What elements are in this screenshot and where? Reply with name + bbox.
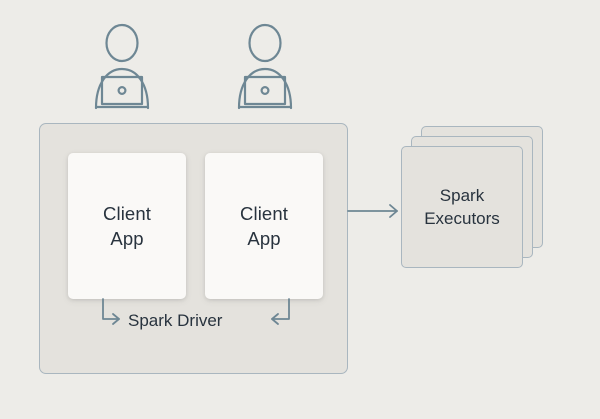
laptop-dot-shape: [260, 85, 270, 95]
client-app-label-line2: App: [110, 228, 144, 249]
client-app-label-line1: Client: [103, 203, 151, 224]
client-app-card[interactable]: Client App: [205, 153, 323, 299]
spark-driver-to-spark-executors-arrow: [347, 204, 398, 218]
client-app-card[interactable]: Client App: [68, 153, 186, 299]
person-shoulders-shape: [94, 67, 150, 110]
spark-executor-card-front[interactable]: [401, 146, 523, 268]
person-with-laptop-icon: [82, 22, 162, 110]
client-app-label-line2: App: [247, 228, 281, 249]
client-app-label-line1: Client: [240, 203, 288, 224]
person-shoulders-shape: [237, 67, 293, 110]
laptop-screen-shape: [100, 75, 144, 106]
person-head-shape: [248, 23, 282, 63]
laptop-dot-shape: [117, 85, 127, 95]
person-with-laptop-icon: [225, 22, 305, 110]
person-head-shape: [105, 23, 139, 63]
spark-driver-label: Spark Driver: [128, 311, 223, 330]
laptop-screen-shape: [243, 75, 287, 106]
